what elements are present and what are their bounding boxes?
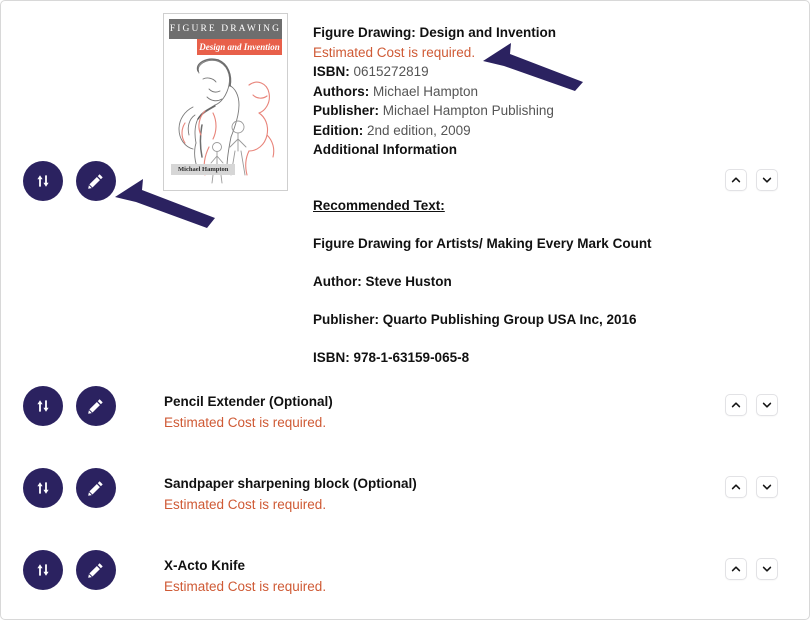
move-up-button[interactable]	[725, 476, 747, 498]
additional-information-heading: Additional Information	[313, 142, 457, 157]
move-up-button[interactable]	[725, 394, 747, 416]
chevron-up-icon	[731, 566, 741, 572]
list-item: Sandpaper sharpening block (Optional) Es…	[1, 468, 809, 548]
item-title: Figure Drawing: Design and Invention	[313, 25, 557, 40]
pencil-icon	[88, 174, 103, 189]
field-isbn: ISBN: 0615272819	[313, 62, 556, 82]
field-authors-value: Michael Hampton	[373, 83, 479, 99]
recommended-isbn: ISBN: 978-1-63159-065-8	[313, 350, 470, 365]
item-details: Pencil Extender (Optional) Estimated Cos…	[164, 392, 333, 432]
field-publisher: Publisher: Michael Hampton Publishing	[313, 101, 556, 121]
field-isbn-value: 0615272819	[353, 64, 429, 79]
field-authors-label: Authors:	[313, 83, 370, 99]
edit-button[interactable]	[76, 386, 116, 426]
item-reorder-controls	[725, 169, 778, 191]
pencil-icon	[88, 563, 103, 578]
field-publisher-value: Michael Hampton Publishing	[382, 103, 554, 118]
recommended-publisher: Publisher: Quarto Publishing Group USA I…	[313, 312, 637, 327]
chevron-up-icon	[731, 177, 741, 183]
item-details: X-Acto Knife Estimated Cost is required.	[164, 556, 326, 596]
field-isbn-label: ISBN:	[313, 64, 350, 79]
reorder-button[interactable]	[23, 550, 63, 590]
item-actions	[23, 161, 116, 201]
reorder-button[interactable]	[23, 161, 63, 201]
edit-button[interactable]	[76, 161, 116, 201]
chevron-down-icon	[762, 566, 772, 572]
list-item: Pencil Extender (Optional) Estimated Cos…	[1, 386, 809, 466]
pencil-icon	[88, 399, 103, 414]
item-title: Sandpaper sharpening block (Optional)	[164, 476, 417, 491]
item-reorder-controls	[725, 394, 778, 416]
reorder-button[interactable]	[23, 386, 63, 426]
item-title: Pencil Extender (Optional)	[164, 394, 333, 409]
item-reorder-controls	[725, 476, 778, 498]
cover-subtitle-band: Design and Invention	[197, 39, 282, 55]
sort-updown-icon	[37, 482, 49, 494]
edit-button[interactable]	[76, 550, 116, 590]
item-details: Sandpaper sharpening block (Optional) Es…	[164, 474, 417, 514]
move-up-button[interactable]	[725, 169, 747, 191]
item-actions	[23, 386, 116, 426]
item-actions	[23, 550, 116, 590]
chevron-down-icon	[762, 177, 772, 183]
edit-button[interactable]	[76, 468, 116, 508]
item-reorder-controls	[725, 558, 778, 580]
reorder-button[interactable]	[23, 468, 63, 508]
recommended-title: Figure Drawing for Artists/ Making Every…	[313, 236, 652, 251]
item-error-message: Estimated Cost is required.	[164, 497, 327, 512]
chevron-down-icon	[762, 484, 772, 490]
list-item: FIGURE DRAWING Design and Invention	[1, 1, 809, 371]
item-actions	[23, 468, 116, 508]
item-error-message: Estimated Cost is required.	[164, 415, 327, 430]
sort-updown-icon	[37, 175, 49, 187]
item-details: Figure Drawing: Design and Invention Est…	[313, 23, 556, 160]
chevron-down-icon	[762, 402, 772, 408]
sort-updown-icon	[37, 400, 49, 412]
move-down-button[interactable]	[756, 394, 778, 416]
chevron-up-icon	[731, 484, 741, 490]
field-edition-value: 2nd edition, 2009	[367, 122, 471, 138]
field-edition-label: Edition:	[313, 122, 364, 138]
pencil-icon	[88, 481, 103, 496]
cover-author-label: Michael Hampton	[171, 164, 236, 175]
move-down-button[interactable]	[756, 169, 778, 191]
list-item: X-Acto Knife Estimated Cost is required.	[1, 550, 809, 619]
move-down-button[interactable]	[756, 558, 778, 580]
item-title: X-Acto Knife	[164, 558, 245, 573]
field-authors: Authors: Michael Hampton	[313, 82, 556, 102]
sort-updown-icon	[37, 564, 49, 576]
field-publisher-label: Publisher:	[313, 103, 380, 118]
book-cover-image: FIGURE DRAWING Design and Invention	[163, 13, 288, 191]
move-down-button[interactable]	[756, 476, 778, 498]
recommended-text-heading: Recommended Text:	[313, 198, 445, 213]
move-up-button[interactable]	[725, 558, 747, 580]
recommended-author: Author: Steve Huston	[313, 274, 452, 289]
chevron-up-icon	[731, 402, 741, 408]
field-edition: Edition: 2nd edition, 2009	[313, 121, 556, 141]
item-error-message: Estimated Cost is required.	[313, 44, 476, 60]
cover-title-band: FIGURE DRAWING	[169, 19, 282, 39]
item-error-message: Estimated Cost is required.	[164, 579, 327, 594]
recommended-text-block: Recommended Text: Figure Drawing for Art…	[313, 197, 652, 365]
